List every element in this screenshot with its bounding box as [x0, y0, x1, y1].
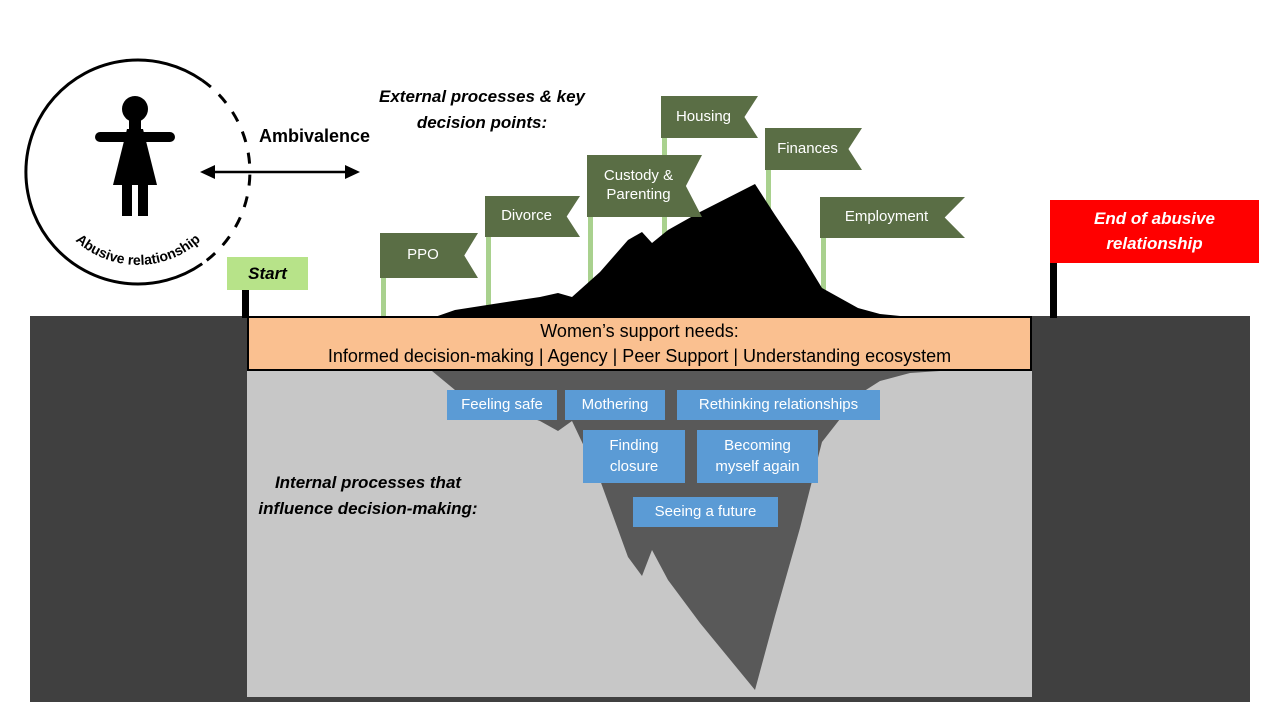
svg-text:Abusive relationship: Abusive relationship: [73, 231, 203, 268]
flag-pole-finances: [766, 168, 771, 318]
arrow-right-head: [345, 165, 360, 179]
flag-pole-divorce: [486, 235, 491, 318]
internal-box-mothering: Mothering: [565, 390, 665, 420]
internal-box-becoming-myself: Becoming myself again: [697, 430, 818, 483]
flag-finances-label: Finances: [777, 139, 838, 157]
circle-label: Abusive relationship: [73, 231, 203, 268]
internal-box-feeling-safe: Feeling safe: [447, 390, 557, 420]
flag-custody-parenting: Custody & Parenting: [587, 155, 702, 217]
external-processes-title: External processes & key decision points…: [378, 87, 585, 132]
start-label: Start: [248, 263, 287, 283]
support-needs-banner: Women’s support needs: Informed decision…: [247, 316, 1032, 371]
internal-box-mothering-label: Mothering: [581, 395, 649, 413]
flag-pole-ppo: [381, 276, 386, 318]
internal-processes-title: Internal processes that influence decisi…: [258, 473, 478, 518]
flag-divorce: Divorce: [485, 196, 580, 237]
end-box: End of abusive relationship: [1050, 200, 1259, 263]
end-label: End of abusive relationship: [1094, 208, 1215, 253]
ambivalence-arrow: [200, 165, 360, 179]
internal-box-finding-closure: Finding closure: [583, 430, 685, 483]
flag-employment: Employment: [820, 197, 965, 238]
internal-box-rethinking-relationships: Rethinking relationships: [677, 390, 880, 420]
internal-box-seeing-a-future-label: Seeing a future: [654, 502, 757, 520]
arrow-left-head: [200, 165, 215, 179]
internal-box-rethinking-relationships-label: Rethinking relationships: [698, 395, 859, 413]
internal-box-feeling-safe-label: Feeling safe: [461, 395, 543, 413]
flag-employment-label: Employment: [844, 208, 929, 226]
internal-box-finding-closure-label: Finding closure: [609, 437, 659, 475]
person-icon: [95, 96, 175, 216]
circle-dashed-arc: [201, 79, 252, 265]
flag-pole-employment: [821, 236, 826, 318]
flag-pole-custody: [588, 215, 593, 318]
ambivalence-label: Ambivalence: [259, 126, 371, 146]
abusive-relationship-circle: Abusive relationship: [24, 58, 252, 286]
flag-housing: Housing: [661, 96, 758, 138]
end-wall-line: [1050, 260, 1057, 318]
circle-solid-arc: [24, 58, 204, 286]
support-needs-line1: Women’s support needs:: [540, 320, 739, 341]
start-box: Start: [227, 257, 308, 290]
flag-divorce-label: Divorce: [501, 207, 552, 225]
flag-ppo-label: PPO: [407, 246, 439, 264]
flag-finances: Finances: [765, 128, 862, 170]
internal-box-seeing-a-future: Seeing a future: [633, 497, 778, 527]
flag-ppo: PPO: [380, 233, 478, 278]
support-needs-line2: Informed decision-making | Agency | Peer…: [327, 345, 952, 366]
internal-box-becoming-myself-label: Becoming myself again: [715, 437, 800, 475]
flag-housing-label: Housing: [675, 107, 732, 125]
flag-custody-parenting-label: Custody & Parenting: [603, 167, 674, 203]
